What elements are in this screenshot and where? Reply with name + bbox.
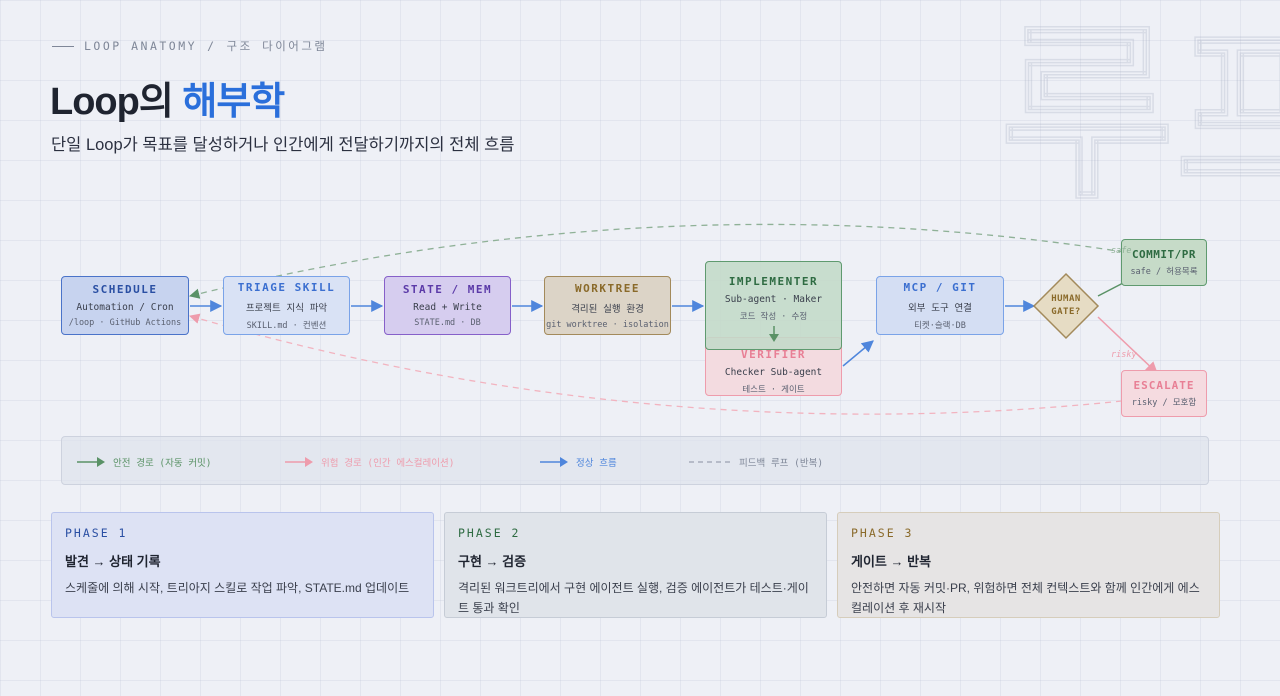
node-commit-title: COMMIT/PR <box>1131 248 1197 261</box>
node-state-title: STATE / MEM <box>402 283 493 296</box>
node-state-sub: Read + Write <box>413 302 482 313</box>
node-triage-sub: 프로젝트 지식 파악 <box>245 302 328 314</box>
title-main: Loop의 <box>50 81 174 123</box>
phase-1-label: PHASE 1 <box>65 526 128 540</box>
phase-2-desc: 격리된 워크트리에서 구현 에이전트 실행, 검증 에이전트가 테스트·게이트 … <box>458 581 809 615</box>
node-implementer-sub: Sub-agent · Maker <box>724 294 823 305</box>
phase-3-label: PHASE 3 <box>851 526 914 540</box>
node-escalate-title: ESCALATE <box>1133 379 1195 392</box>
legend-normal-arrow <box>540 456 568 467</box>
node-commit-pr: COMMIT/PR safe / 허용목록 <box>1121 239 1207 286</box>
phase-card-3: PHASE 3 게이트 → 반복 안전하면 자동 커밋·PR, 위험하면 전체 … <box>837 512 1220 618</box>
feedback-loop-safe <box>188 223 1125 299</box>
legend-safe-label: 안전 경로 (자동 커밋) <box>113 457 212 469</box>
node-implementer: IMPLEMENTER Sub-agent · Maker 코드 작성 · 수정 <box>705 261 842 350</box>
legend-feedback-line <box>689 460 731 463</box>
human-gate-line1: HUMAN <box>1051 293 1081 304</box>
page-title: Loop의 해부학 <box>50 70 285 125</box>
node-verifier-title: VERIFIER <box>741 348 806 361</box>
phase-3-desc: 안전하면 자동 커밋·PR, 위험하면 전체 컨텍스트와 함께 인간에게 에스컬… <box>851 581 1200 615</box>
node-verifier-meta: 테스트 · 게이트 <box>742 385 805 395</box>
edge-label-risky: risky <box>1111 350 1137 360</box>
legend-safe: 안전 경로 (자동 커밋) <box>77 437 212 486</box>
node-worktree: WORKTREE 격리된 실행 환경 git worktree · isolat… <box>544 276 671 335</box>
phase-card-2: PHASE 2 구현 → 검증 격리된 워크트리에서 구현 에이전트 실행, 검… <box>444 512 827 618</box>
eyebrow-ko: 구조 다이어그램 <box>226 39 328 53</box>
eyebrow-en: LOOP ANATOMY <box>84 39 198 53</box>
eyebrow-separator: / <box>207 39 217 53</box>
legend-feedback: 피드백 루프 (반복) <box>689 437 823 486</box>
node-triage-meta: SKILL.md · 컨벤션 <box>246 320 327 331</box>
node-implementer-title: IMPLEMENTER <box>728 275 819 288</box>
node-escalate-meta: risky / 모호함 <box>1131 398 1197 408</box>
arrow-implementer-verifier <box>768 326 779 342</box>
node-worktree-title: WORKTREE <box>575 281 640 295</box>
node-triage-skill: TRIAGE SKILL 프로젝트 지식 파악 SKILL.md · 컨벤션 <box>223 276 350 335</box>
node-worktree-meta: git worktree · isolation <box>546 319 669 330</box>
page-subtitle: 단일 Loop가 목표를 달성하거나 인간에게 전달하기까지의 전체 흐름 <box>51 136 515 154</box>
node-triage-title: TRIAGE SKILL <box>237 280 336 294</box>
legend: 안전 경로 (자동 커밋) 위험 경로 (인간 에스컬레이션) 정상 흐름 피드… <box>61 436 1209 485</box>
legend-safe-arrow <box>77 456 105 467</box>
human-gate-diamond <box>1032 272 1100 340</box>
phase-2-label: PHASE 2 <box>458 526 521 540</box>
node-mcp-git: MCP / GIT 외부 도구 연결 티켓·슬랙·DB <box>876 276 1004 335</box>
node-worktree-sub: 격리된 실행 환경 <box>571 303 644 315</box>
feedback-loop-risky <box>189 313 1123 415</box>
arrow-verifier-mcp <box>842 340 874 367</box>
node-verifier-sub: Checker Sub-agent <box>724 367 823 378</box>
node-schedule-sub: Automation / Cron <box>76 302 174 313</box>
legend-risky: 위험 경로 (인간 에스컬레이션) <box>285 437 454 486</box>
legend-risky-arrow <box>285 456 313 467</box>
human-gate-line2: GATE? <box>1051 307 1081 317</box>
legend-normal: 정상 흐름 <box>540 437 617 486</box>
eyebrow-rule <box>52 45 74 47</box>
phase-1-title: 발견 → 상태 기록 <box>65 554 161 569</box>
phase-1-desc: 스케줄에 의해 시작, 트리아지 스킬로 작업 파악, STATE.md 업데이… <box>65 581 410 595</box>
legend-normal-label: 정상 흐름 <box>576 457 617 469</box>
edge-label-safe: safe <box>1111 246 1132 256</box>
eyebrow: LOOP ANATOMY / 구조 다이어그램 <box>52 38 328 54</box>
title-accent: 해부학 <box>182 81 285 123</box>
node-commit-meta: safe / 허용목록 <box>1130 267 1198 277</box>
node-mcp-sub: 외부 도구 연결 <box>908 302 972 314</box>
human-gate-label: HUMAN GATE? <box>1034 274 1098 338</box>
node-mcp-meta: 티켓·슬랙·DB <box>914 320 966 331</box>
phase-3-title: 게이트 → 반복 <box>851 554 932 569</box>
node-implementer-meta: 코드 작성 · 수정 <box>739 312 808 322</box>
legend-risky-label: 위험 경로 (인간 에스컬레이션) <box>321 457 455 469</box>
node-schedule-meta: /loop · GitHub Actions <box>68 318 182 328</box>
node-escalate: ESCALATE risky / 모호함 <box>1121 370 1207 417</box>
node-mcp-title: MCP / GIT <box>903 280 977 294</box>
legend-feedback-label: 피드백 루프 (반복) <box>739 457 824 469</box>
arrow-gate-escalate <box>1097 316 1158 374</box>
node-state-meta: STATE.md · DB <box>414 318 481 328</box>
phase-2-title: 구현 → 검증 <box>458 554 527 569</box>
node-state-mem: STATE / MEM Read + Write STATE.md · DB <box>384 276 511 335</box>
node-schedule: SCHEDULE Automation / Cron /loop · GitHu… <box>61 276 189 335</box>
phase-card-1: PHASE 1 발견 → 상태 기록 스케줄에 의해 시작, 트리아지 스킬로 … <box>51 512 434 618</box>
watermark-text: 루프 <box>999 9 1280 221</box>
node-schedule-title: SCHEDULE <box>92 283 158 296</box>
